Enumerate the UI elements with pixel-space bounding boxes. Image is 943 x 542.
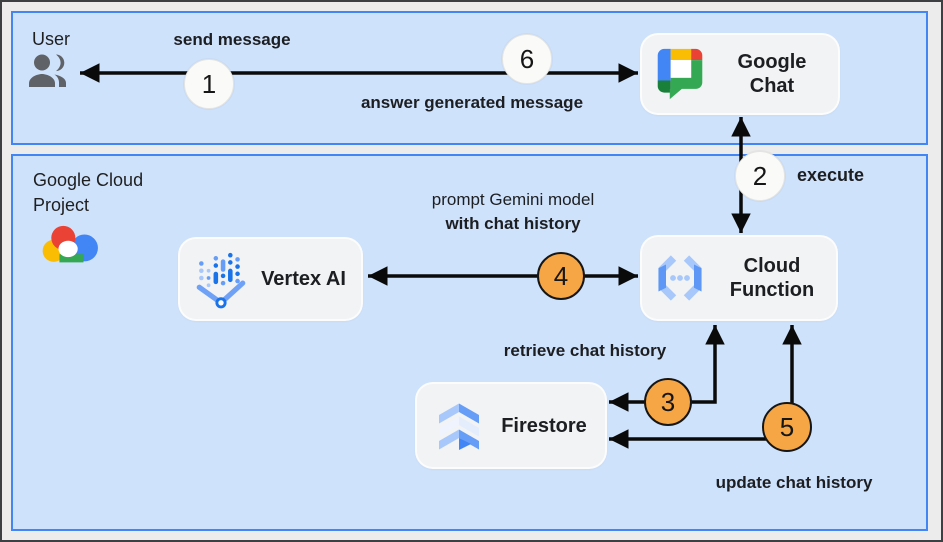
google-chat-icon — [654, 46, 706, 102]
node-firestore: Firestore — [417, 384, 605, 467]
node-vertex-ai-label: Vertex AI — [261, 268, 346, 290]
step-badge-5: 5 — [762, 402, 812, 452]
google-cloud-icon — [40, 222, 102, 277]
node-vertex-ai: Vertex AI — [180, 239, 361, 319]
node-google-chat: Google Chat — [642, 35, 838, 113]
step-badge-6: 6 — [502, 34, 552, 84]
edge-label-retrieve: retrieve chat history — [503, 341, 667, 360]
edge-label-prompt-line1: prompt Gemini model — [431, 190, 595, 209]
edge-label-answer: answer generated message — [360, 93, 584, 112]
user-lane-title: User — [32, 29, 71, 49]
node-cloud-function-label: Cloud Function — [729, 255, 815, 301]
gcp-lane-title: Google Cloud Project — [33, 170, 144, 215]
firestore-icon — [435, 400, 483, 452]
step-badge-1: 1 — [184, 59, 234, 109]
step-badge-3: 3 — [644, 378, 692, 426]
edge-label-send-message: send message — [173, 30, 291, 49]
node-firestore-label: Firestore — [501, 414, 587, 437]
edge-label-prompt-line2: with chat history — [445, 214, 581, 233]
vertex-ai-icon — [196, 249, 246, 309]
users-icon — [28, 53, 74, 94]
cloud-functions-icon — [652, 253, 708, 303]
node-google-chat-label: Google Chat — [737, 51, 807, 97]
edge-label-update: update chat history — [715, 473, 873, 492]
node-cloud-function: Cloud Function — [642, 237, 836, 319]
step-badge-2: 2 — [735, 151, 785, 201]
step-badge-4: 4 — [537, 252, 585, 300]
edge-label-execute: execute — [797, 165, 865, 185]
